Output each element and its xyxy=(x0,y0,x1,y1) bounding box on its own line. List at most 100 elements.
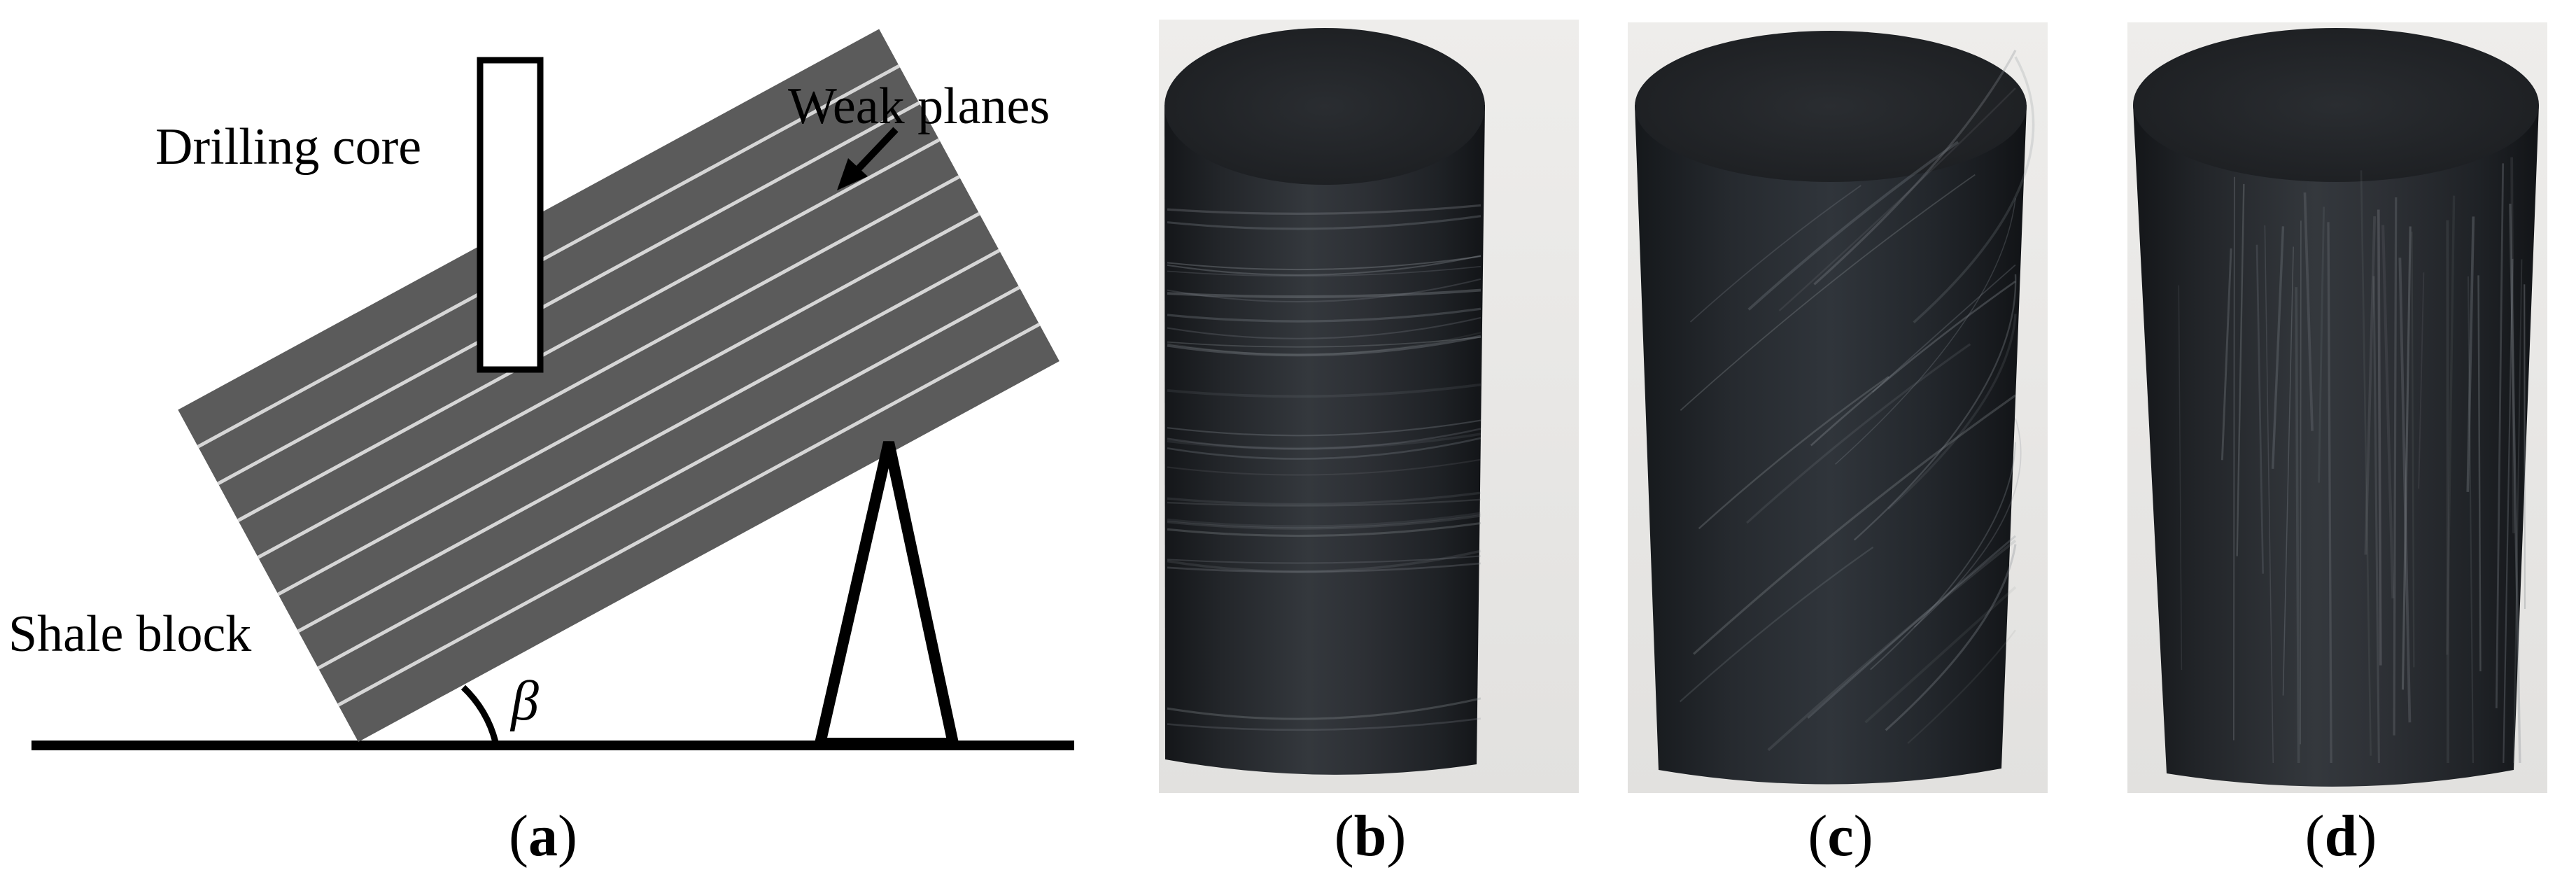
panel-d-core-photo xyxy=(2127,22,2547,793)
bedding-streak xyxy=(1698,376,1889,530)
bedding-streak xyxy=(2295,287,2300,764)
bedding-streak xyxy=(1870,442,2016,671)
bedding-streak xyxy=(1167,562,1481,573)
label-weak-planes: Weak planes xyxy=(788,78,1050,135)
bedding-streak xyxy=(2513,259,2523,764)
panel-label-c: (c) xyxy=(1808,804,1873,869)
weak-planes xyxy=(197,64,1041,707)
bedding-streak xyxy=(2318,206,2325,483)
weak-plane-line xyxy=(237,138,941,522)
bedding-streak xyxy=(1807,535,2016,719)
bedding-streak xyxy=(1167,265,1481,277)
bedding-streak xyxy=(1167,491,1481,506)
bedding-streak xyxy=(2418,272,2425,489)
weak-plane-line xyxy=(217,101,920,486)
bedding-streak xyxy=(2477,275,2482,672)
bedding-streak xyxy=(1167,288,1481,298)
bedding-streak xyxy=(1167,215,1481,230)
weak-plane-line xyxy=(297,248,1001,633)
bedding-streak xyxy=(1167,697,1481,720)
bedding-streak xyxy=(2271,226,2285,469)
bedding-streak xyxy=(2364,216,2377,555)
bedding-streak xyxy=(1167,437,1481,460)
bedding-streak xyxy=(1810,280,2016,447)
bedding-streak xyxy=(1680,174,1976,411)
bedding-streak xyxy=(2393,197,2398,736)
photo-b-core-top xyxy=(1164,28,1485,185)
bedding-streak xyxy=(1746,343,1971,524)
bedding-streak xyxy=(1167,307,1481,323)
bedding-streak xyxy=(2401,226,2412,690)
photo-b-bedding-streaks xyxy=(1167,204,1481,731)
bedding-streak xyxy=(1835,198,2016,465)
bedding-streak xyxy=(1864,586,2017,724)
panel-label-d: (d) xyxy=(2305,804,2377,869)
bedding-streak xyxy=(1693,394,2016,655)
bedding-streak xyxy=(2381,225,2395,598)
bedding-streak xyxy=(2372,276,2380,764)
bedding-streak xyxy=(1167,383,1481,398)
drilling-core-shape xyxy=(477,57,544,373)
bedding-streak xyxy=(2495,163,2505,708)
panel-c-core-photo xyxy=(1628,22,2048,793)
bedding-streak xyxy=(1167,255,1481,271)
bedding-streak xyxy=(1167,521,1481,538)
bedding-streak xyxy=(2300,220,2302,745)
bedding-streak xyxy=(2509,203,2521,764)
support-wedge xyxy=(812,441,960,749)
bedding-streak xyxy=(1887,314,2017,510)
bedding-streak xyxy=(1167,555,1481,564)
label-drilling-core: Drilling core xyxy=(155,118,421,176)
bedding-streak xyxy=(1167,428,1481,450)
weak-plane-line xyxy=(277,211,980,596)
bedding-streak xyxy=(2377,209,2382,666)
bedding-streak xyxy=(1813,50,2017,286)
bedding-streak xyxy=(1167,458,1481,476)
bedding-streak xyxy=(2524,284,2526,610)
bedding-streak xyxy=(1885,544,2017,731)
bedding-streak xyxy=(1167,419,1481,437)
panel-label-a: (a) xyxy=(509,804,577,869)
panel-b-core-photo xyxy=(1159,20,1579,793)
bedding-streak xyxy=(2398,258,2412,723)
bedding-streak xyxy=(1913,56,2035,324)
weak-plane-line xyxy=(197,64,901,449)
photo-d-core-top xyxy=(2133,28,2539,182)
photo-c-core-top xyxy=(1635,31,2027,182)
bedding-streak xyxy=(1907,629,2016,744)
weak-planes-arrow-shaft xyxy=(852,127,899,175)
label-shale-block: Shale block xyxy=(8,605,251,663)
bedding-streak xyxy=(1167,255,1481,276)
bedding-streak xyxy=(1167,332,1481,356)
photo-c-core-body xyxy=(1635,105,2027,785)
photo-c-bedding-streaks xyxy=(1679,50,2035,752)
bedding-streak xyxy=(2303,192,2314,431)
bedding-streak xyxy=(2467,276,2474,764)
bedding-streak xyxy=(2327,222,2332,764)
bedding-streak xyxy=(2220,248,2232,461)
bedding-streak xyxy=(2466,216,2475,492)
photo-b-core-body xyxy=(1164,105,1485,775)
bedding-streak xyxy=(1767,539,2017,752)
bedding-streak xyxy=(1747,141,1959,311)
bedding-streak xyxy=(2503,258,2514,764)
weak-planes-arrow-head xyxy=(837,158,868,190)
bedding-streak xyxy=(1167,433,1481,450)
bedding-streak xyxy=(1913,418,2022,628)
panel-label-b: (b) xyxy=(1335,804,1407,869)
bedding-streak xyxy=(1167,204,1481,215)
photo-d-bedding-streaks xyxy=(2178,157,2526,764)
bedding-streak xyxy=(2282,246,2294,696)
bedding-streak xyxy=(1167,278,1481,303)
weak-plane-line xyxy=(337,323,1041,707)
bedding-streak xyxy=(1167,512,1481,528)
bedding-streak xyxy=(2360,170,2372,756)
bedding-streak xyxy=(2178,285,2183,671)
photo-d-core-body xyxy=(2133,105,2539,787)
bedding-streak xyxy=(1167,498,1481,507)
bedding-streak xyxy=(1167,336,1481,348)
bedding-streak xyxy=(1167,514,1481,530)
weak-plane-line xyxy=(257,175,960,559)
bedding-streak xyxy=(2446,220,2450,764)
bedding-streak xyxy=(1167,717,1481,731)
